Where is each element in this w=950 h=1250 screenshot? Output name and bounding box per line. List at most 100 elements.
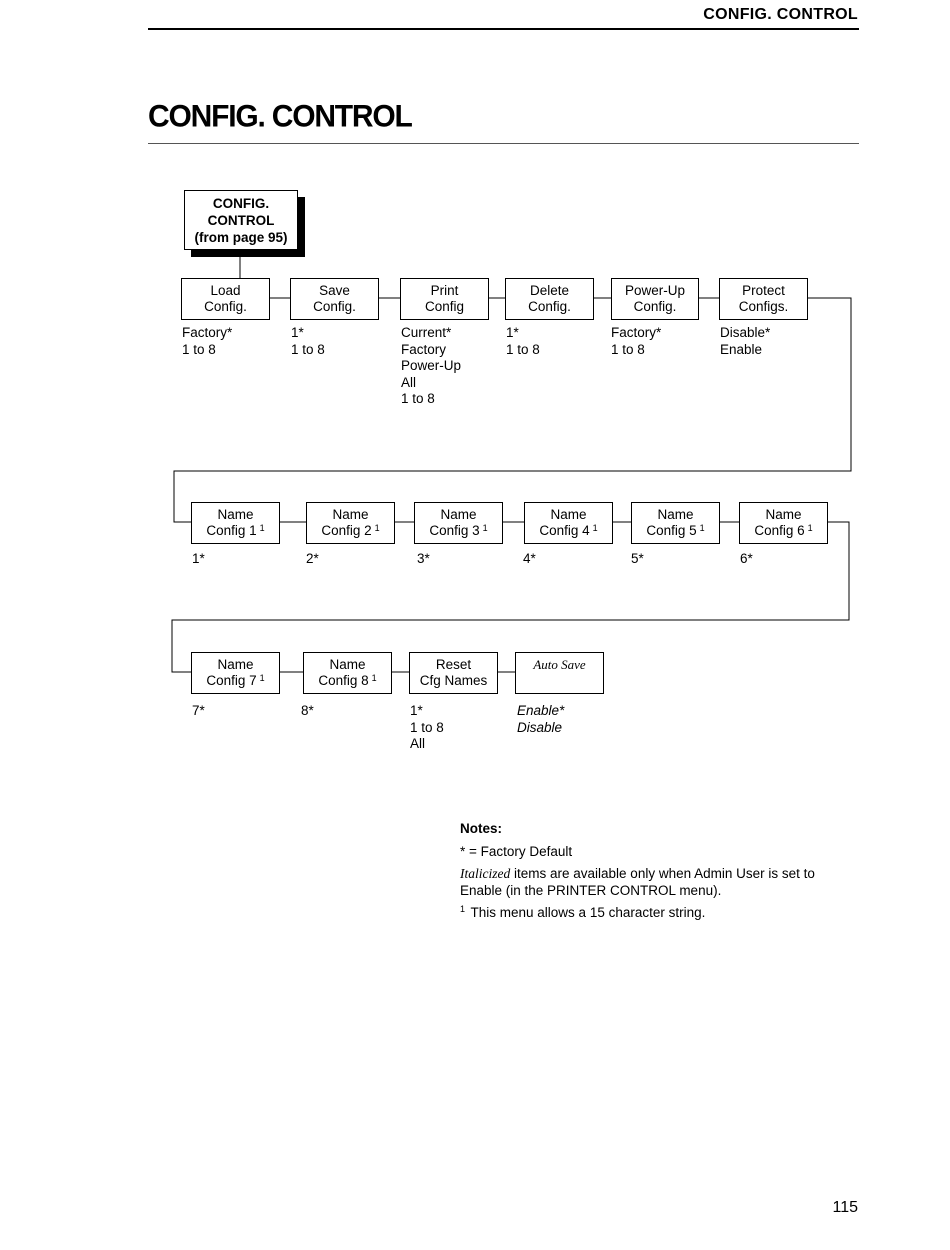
menu-box-protect-configs: Protect Configs. — [719, 278, 808, 320]
box-line2-text: Config 7 — [206, 673, 257, 688]
footnote-text: This menu allows a 15 character string. — [467, 905, 706, 920]
connector-wrap-row1-row2 — [173, 297, 852, 523]
footnote-marker: 1 — [807, 523, 813, 533]
menu-box-reset-cfg-names: Reset Cfg Names — [409, 652, 498, 694]
box-line2-text: Config 4 — [539, 523, 590, 538]
box-line1: Power-Up — [624, 283, 686, 298]
option-value: Factory — [401, 341, 447, 357]
options-auto-save: Enable* Disable — [517, 703, 564, 736]
options-protect-configs: Disable* Enable — [720, 325, 770, 358]
option-value: 2* — [306, 551, 319, 566]
options-name-config-7: 7* — [192, 703, 205, 720]
footnote-marker: 1 — [482, 523, 488, 533]
box-line1: Auto Save — [533, 657, 586, 672]
menu-box-load-config: Load Config. — [181, 278, 270, 320]
option-value: 1* — [291, 325, 304, 340]
box-line2: Config. — [633, 299, 677, 314]
option-value: 4* — [523, 551, 536, 566]
box-line1: Reset — [435, 657, 472, 672]
note-italic-rest: items are available only when Admin User… — [460, 866, 815, 898]
footnote-marker: 1 — [592, 523, 598, 533]
box-line1: Load — [210, 283, 241, 298]
footnote-marker: 1 — [259, 673, 265, 683]
notes-section: Notes: * = Factory Default Italicized it… — [460, 820, 840, 926]
box-line1: Save — [319, 283, 350, 298]
options-name-config-5: 5* — [631, 551, 644, 568]
box-line1: Name — [440, 507, 477, 522]
footnote-marker: 1 — [699, 523, 705, 533]
box-line1: Protect — [742, 283, 785, 298]
option-value: Factory* — [182, 325, 233, 340]
options-delete-config: 1* 1 to 8 — [506, 325, 540, 358]
option-value: 3* — [417, 551, 430, 566]
option-value: Current* — [401, 325, 452, 340]
options-name-config-1: 1* — [192, 551, 205, 568]
option-value: 5* — [631, 551, 644, 566]
box-line1: Print — [430, 283, 459, 298]
options-print-config: Current* Factory Power-Up All 1 to 8 — [401, 325, 461, 408]
running-header: CONFIG. CONTROL — [703, 6, 858, 23]
note-footnote: 1 This menu allows a 15 character string… — [460, 904, 840, 921]
menu-box-delete-config: Delete Config. — [505, 278, 594, 320]
option-value: 1* — [410, 703, 423, 718]
menu-box-power-up-config: Power-Up Config. — [611, 278, 699, 320]
options-name-config-2: 2* — [306, 551, 319, 568]
menu-box-save-config: Save Config. — [290, 278, 379, 320]
box-line1: Name — [657, 507, 694, 522]
option-value: Enable* — [517, 703, 565, 718]
menu-box-auto-save: Auto Save — [515, 652, 604, 694]
option-value: 1 to 8 — [401, 391, 435, 406]
options-name-config-6: 6* — [740, 551, 753, 568]
box-line1: Name — [765, 507, 802, 522]
option-value: Disable — [517, 719, 563, 735]
option-value: 8* — [301, 703, 314, 718]
box-line2-text: Config 2 — [321, 523, 372, 538]
option-value: Enable — [720, 341, 763, 357]
option-value: 1 to 8 — [611, 341, 645, 357]
page-title: CONFIG. CONTROL — [148, 99, 413, 134]
option-value: 7* — [192, 703, 205, 718]
options-load-config: Factory* 1 to 8 — [182, 325, 232, 358]
option-value: 1 to 8 — [506, 341, 540, 357]
option-value: All — [410, 736, 426, 751]
option-value: 6* — [740, 551, 753, 566]
box-line2: Config. — [528, 299, 571, 314]
connector-wrap-row2-row3 — [171, 521, 850, 673]
footnote-mark: 1 — [460, 904, 466, 914]
box-line2-text: Config 3 — [429, 523, 480, 538]
option-value: All — [401, 374, 417, 390]
options-power-up-config: Factory* 1 to 8 — [611, 325, 661, 358]
box-line1: Name — [217, 657, 254, 672]
box-line2: Config. — [204, 299, 247, 314]
box-line1: Name — [329, 657, 366, 672]
box-line1: Delete — [529, 283, 570, 298]
options-name-config-3: 3* — [417, 551, 430, 568]
options-save-config: 1* 1 to 8 — [291, 325, 325, 358]
box-line1: Name — [332, 507, 369, 522]
footnote-marker: 1 — [371, 673, 377, 683]
option-value: 1* — [192, 551, 205, 566]
option-value: 1 to 8 — [291, 341, 325, 357]
title-rule — [148, 143, 859, 144]
option-value: Power-Up — [401, 358, 462, 373]
root-menu-box: CONFIG. CONTROL (from page 95) — [184, 190, 298, 250]
option-value: Factory* — [611, 325, 662, 340]
box-line2-text: Config 1 — [206, 523, 257, 538]
box-line2-text: Config 5 — [646, 523, 697, 538]
header-rule — [148, 28, 859, 30]
footnote-marker: 1 — [374, 523, 380, 533]
note-italic-word: Italicized — [460, 866, 511, 881]
footnote-marker: 1 — [259, 523, 265, 533]
options-reset-cfg-names: 1* 1 to 8 All — [410, 703, 444, 753]
option-value: Disable* — [720, 325, 771, 340]
box-line1: Name — [217, 507, 254, 522]
